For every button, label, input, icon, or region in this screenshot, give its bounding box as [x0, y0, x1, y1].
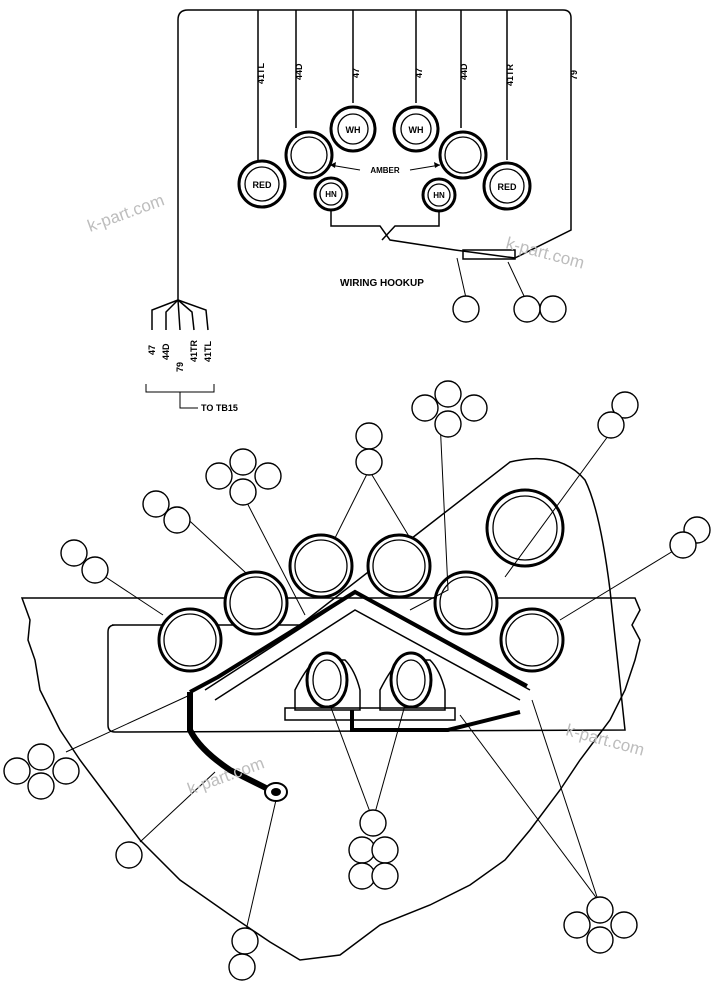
horn-left: [294, 651, 361, 711]
connector-amber-right: [438, 130, 488, 180]
callout-bubble: [452, 295, 480, 323]
wire-label-79: 79: [569, 70, 579, 80]
wire-label-41tr: 41TR: [505, 63, 515, 86]
wire-bundle-breakout: 47 44D 79 41TR 41TL TO TB15: [145, 299, 238, 413]
connector-red-left: RED: [237, 159, 287, 209]
svg-text:WIRING HOOKUP: WIRING HOOKUP: [340, 278, 424, 289]
bundle-label-44d: 44D: [161, 343, 171, 360]
to-tb15-label: TO TB15: [201, 403, 238, 413]
wire-label-47-left: 47: [351, 68, 361, 78]
callout-bubbles: [3, 380, 711, 981]
watermark: k-part.com: [185, 753, 267, 798]
lamp-lens: [223, 570, 289, 636]
svg-text:RED: RED: [252, 180, 272, 190]
lamp-lens: [157, 607, 223, 673]
svg-text:HN: HN: [325, 190, 337, 199]
connector-horn-right: HN: [421, 177, 457, 213]
wiring-title: WIRING HOOKUP: [340, 278, 424, 289]
bundle-label-79: 79: [175, 362, 185, 372]
light-bar-assembly: [3, 380, 711, 981]
wire-label-44d-right: 44D: [459, 63, 469, 80]
callout-bubble: [539, 295, 567, 323]
lamp-lens: [499, 607, 565, 673]
callout-bubble: [513, 295, 541, 323]
lamp-lens-large: [485, 488, 565, 568]
connector-horn-left: HN: [313, 176, 349, 212]
lamp-lens: [433, 570, 499, 636]
bundle-label-47: 47: [147, 345, 157, 355]
watermark: k-part.com: [504, 234, 586, 273]
horn-right: [379, 651, 446, 711]
watermark: k-part.com: [85, 190, 167, 235]
svg-text:WH: WH: [346, 125, 361, 135]
connector-white-right: WH: [392, 105, 440, 153]
wiring-hookup-schematic: 41TL 44D 47 47 44D 41TR 79 RED WH WH: [177, 9, 579, 323]
bundle-label-41tr: 41TR: [189, 339, 199, 362]
connector-red-right: RED: [482, 161, 532, 211]
wire-label-47-right: 47: [414, 68, 424, 78]
connector-amber-left: [284, 130, 334, 180]
svg-text:HN: HN: [433, 191, 445, 200]
wire-label-44d-left: 44D: [294, 63, 304, 80]
connector-white-left: WH: [329, 105, 377, 153]
svg-text:RED: RED: [497, 182, 517, 192]
svg-text:WH: WH: [409, 125, 424, 135]
bundle-label-41tl: 41TL: [203, 340, 213, 362]
wire-label-41tl: 41TL: [256, 62, 266, 84]
amber-label: AMBER: [370, 166, 400, 175]
lamp-lens: [288, 533, 354, 599]
lamp-lens: [366, 533, 432, 599]
